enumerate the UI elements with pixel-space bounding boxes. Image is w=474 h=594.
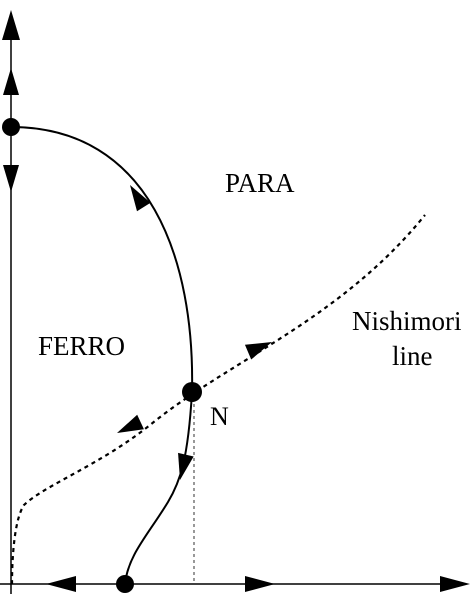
phase-boundary-upper [10,126,194,393]
axis-flow-right-arrow-icon [245,576,275,592]
axis-flow-down-arrow-icon [3,165,19,192]
vertical-axis-arrow-icon [2,10,20,40]
fixed-point-axis [116,575,134,593]
axis-flow-up-arrow-icon [3,68,19,95]
fixed-point-n [182,382,202,402]
horizontal-axis-arrow-icon [440,576,470,592]
nishimori-label-line2: line [392,341,433,371]
para-label: PARA [225,168,295,198]
boundary-flow-arrow-lower-icon [178,452,194,480]
phase-boundary-lower [124,391,193,585]
fixed-point-top [2,118,20,136]
axis-flow-left-arrow-icon [46,576,76,592]
ferro-label: FERRO [38,331,125,361]
boundary-flow-arrow-upper-icon [130,185,151,212]
n-point-label: N [210,402,229,431]
nishimori-label-line1: Nishimori [352,306,462,336]
nishimori-flow-arrow-right-icon [244,342,272,360]
nishimori-flow-arrow-left-icon [117,414,144,433]
nishimori-line [10,214,426,585]
